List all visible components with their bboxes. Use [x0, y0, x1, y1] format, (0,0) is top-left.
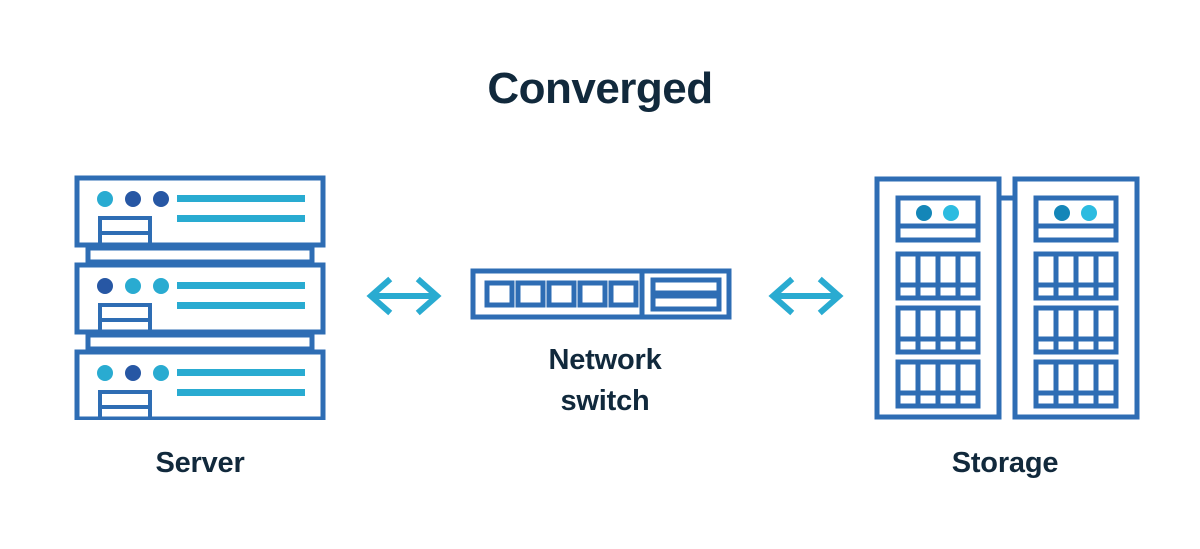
server-unit-3 — [97, 365, 305, 420]
network-switch-label: Network switch — [480, 340, 730, 422]
network-switch-label-line-1: Network — [548, 344, 662, 376]
server-unit-1 — [97, 191, 305, 250]
storage-label: Storage — [951, 447, 1059, 479]
double-arrow-switch-to-storage-icon — [768, 276, 844, 316]
server-unit-2 — [97, 278, 305, 337]
storage-array-icon — [874, 176, 1140, 420]
switch-ports — [484, 280, 639, 308]
storage-cabinet-2 — [1012, 176, 1140, 420]
switch-status-bars — [650, 277, 722, 312]
network-switch-icon — [470, 268, 732, 320]
diagram-title: Converged — [487, 64, 713, 113]
server-label: Server — [155, 447, 245, 479]
server-stack-icon — [74, 175, 326, 420]
storage-cabinet-1 — [874, 176, 1002, 420]
network-switch-label-line-2: switch — [560, 385, 650, 418]
double-arrow-server-to-switch-icon — [366, 276, 442, 316]
